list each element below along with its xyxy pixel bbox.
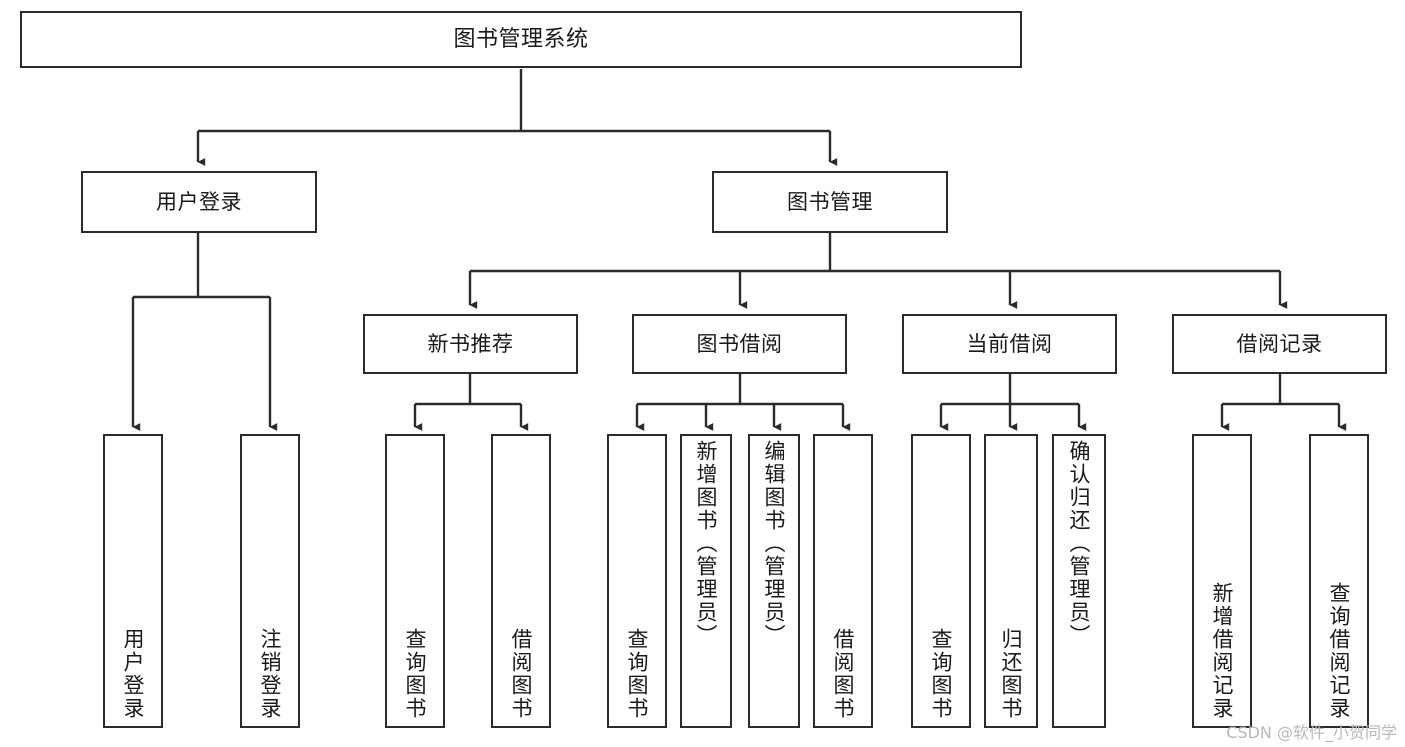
node-leaf-add-book-label: 新增图书（管理员）	[694, 440, 719, 647]
node-root[interactable]: 图书管理系统	[20, 11, 1022, 68]
node-user-login-label: 用户登录	[156, 189, 242, 214]
node-leaf-logout[interactable]: 注销登录	[240, 434, 300, 728]
node-leaf-return-book[interactable]: 归还图书	[984, 434, 1038, 728]
node-leaf-borrow-book-2[interactable]: 借阅图书	[813, 434, 873, 728]
node-book-borrow-label: 图书借阅	[696, 331, 783, 356]
node-leaf-query-book-1[interactable]: 查询图书	[385, 434, 445, 728]
node-leaf-query-book-1-label: 查询图书	[403, 628, 428, 720]
node-new-book-rec[interactable]: 新书推荐	[363, 314, 578, 374]
node-leaf-query-book-3-label: 查询图书	[929, 628, 954, 720]
node-leaf-query-record[interactable]: 查询借阅记录	[1309, 434, 1369, 728]
node-leaf-user-login-label: 用户登录	[121, 628, 146, 720]
node-leaf-confirm-return[interactable]: 确认归还（管理员）	[1052, 434, 1106, 728]
node-leaf-edit-book-label: 编辑图书（管理员）	[762, 440, 787, 647]
node-leaf-borrow-book-1-label: 借阅图书	[509, 628, 534, 720]
node-current-borrow-label: 当前借阅	[966, 331, 1053, 356]
node-leaf-borrow-book-1[interactable]: 借阅图书	[491, 434, 551, 728]
node-leaf-query-record-label: 查询借阅记录	[1327, 582, 1352, 720]
node-book-manage-label: 图书管理	[787, 189, 873, 214]
node-book-borrow[interactable]: 图书借阅	[632, 314, 847, 374]
node-leaf-add-record[interactable]: 新增借阅记录	[1192, 434, 1252, 728]
node-leaf-query-book-2-label: 查询图书	[625, 628, 650, 720]
node-user-login[interactable]: 用户登录	[81, 171, 317, 233]
node-leaf-logout-label: 注销登录	[258, 628, 283, 720]
node-current-borrow[interactable]: 当前借阅	[902, 314, 1117, 374]
node-borrow-record[interactable]: 借阅记录	[1172, 314, 1387, 374]
node-leaf-add-book[interactable]: 新增图书（管理员）	[680, 434, 732, 728]
node-leaf-user-login[interactable]: 用户登录	[103, 434, 163, 728]
node-leaf-edit-book[interactable]: 编辑图书（管理员）	[748, 434, 800, 728]
node-leaf-borrow-book-2-label: 借阅图书	[831, 628, 856, 720]
node-borrow-record-label: 借阅记录	[1236, 331, 1323, 356]
node-leaf-confirm-return-label: 确认归还（管理员）	[1067, 440, 1092, 647]
node-new-book-rec-label: 新书推荐	[427, 331, 514, 356]
node-book-manage[interactable]: 图书管理	[712, 171, 948, 233]
node-leaf-add-record-label: 新增借阅记录	[1210, 582, 1235, 720]
node-root-label: 图书管理系统	[453, 26, 589, 52]
node-leaf-query-book-2[interactable]: 查询图书	[607, 434, 667, 728]
csdn-watermark: CSDN @软件_小贺同学	[1226, 723, 1397, 742]
node-leaf-return-book-label: 归还图书	[999, 628, 1024, 720]
node-leaf-query-book-3[interactable]: 查询图书	[911, 434, 971, 728]
